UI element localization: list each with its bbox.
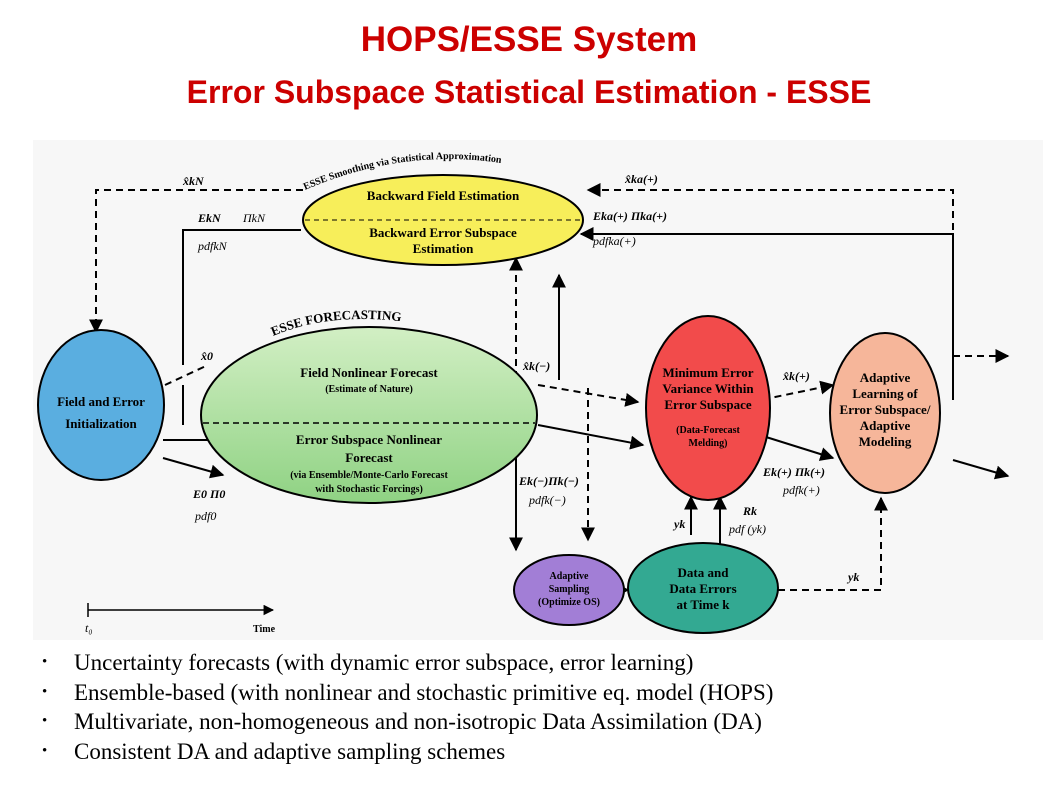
adaptive-learning-5: Modeling	[859, 434, 912, 449]
data-label-2: Data Errors	[669, 581, 736, 596]
initialization-node	[37, 329, 165, 481]
adaptive-learning-node	[829, 332, 941, 494]
melding-label-5: Melding)	[689, 438, 728, 449]
backward-error-label-2: Estimation	[413, 241, 474, 256]
melding-node	[645, 315, 771, 501]
error-forecast-label-2: Forecast	[345, 450, 393, 465]
timeline-end: Time	[253, 624, 276, 635]
data-node	[627, 542, 779, 634]
page-title: HOPS/ESSE System	[360, 20, 698, 59]
math-pdf-k-minus: pdfk(−)	[528, 493, 566, 507]
backward-field-label: Backward Field Estimation	[367, 188, 520, 203]
math-x-ka-plus: x̂ka(+)	[624, 172, 658, 186]
math-y-k-2: yk	[846, 570, 859, 584]
math-pdf-0: pdf0	[194, 509, 216, 523]
math-E-ka-plus: Eka(+) Πka(+)	[592, 209, 667, 223]
adaptive-sampling-node	[513, 554, 625, 626]
math-pdf-ka-plus: pdfka(+)	[592, 234, 636, 248]
math-R-k: Rk	[742, 504, 757, 518]
math-E-k-minus: Ek(−)Πk(−)	[518, 474, 579, 488]
melding-label-4: (Data-Forecast	[676, 425, 740, 436]
math-x-k-plus: x̂k(+)	[782, 369, 810, 383]
field-forecast-label: Field Nonlinear Forecast	[300, 365, 438, 380]
data-label-3: at Time k	[677, 597, 731, 612]
math-E-0: E0 Π0	[192, 487, 225, 501]
sampling-label-2: Sampling	[549, 584, 590, 595]
math-Pi-kN: ΠkN	[242, 211, 266, 225]
adaptive-learning-3: Error Subspace/	[840, 402, 931, 417]
bullet-item: Ensemble-based (with nonlinear and stoch…	[42, 678, 1052, 708]
sampling-label-3: (Optimize OS)	[538, 597, 600, 608]
sampling-label-1: Adaptive	[550, 571, 589, 582]
math-y-k-1: yk	[672, 517, 685, 531]
melding-label-1: Minimum Error	[662, 365, 753, 380]
field-forecast-sub: (Estimate of Nature)	[325, 384, 413, 395]
esse-flow-diagram: ESSE Smoothing via Statistical Approxima…	[33, 140, 1043, 640]
math-pdf-k-plus: pdfk(+)	[782, 483, 820, 497]
math-E-kN: EkN	[197, 211, 222, 225]
backward-error-label: Backward Error Subspace	[369, 225, 517, 240]
bullet-list: Uncertainty forecasts (with dynamic erro…	[42, 648, 1052, 766]
math-x-0: x̂0	[200, 349, 213, 363]
math-E-k-plus: Ek(+) Πk(+)	[762, 465, 825, 479]
adaptive-learning-4: Adaptive	[860, 418, 911, 433]
error-forecast-sub-1: (via Ensemble/Monte-Carlo Forecast	[290, 470, 448, 481]
math-x-kN: x̂kN	[182, 174, 205, 188]
forecast-node	[200, 326, 538, 504]
bullet-item: Consistent DA and adaptive sampling sche…	[42, 737, 1052, 767]
math-x-k-minus: x̂k(−)	[522, 359, 550, 373]
melding-label-3: Error Subspace	[664, 397, 752, 412]
melding-label-2: Variance Within	[662, 381, 754, 396]
math-pdf-kN: pdfkN	[197, 239, 228, 253]
error-forecast-label: Error Subspace Nonlinear	[296, 432, 442, 447]
error-forecast-sub-2: with Stochastic Forcings)	[315, 484, 423, 495]
bullet-item: Uncertainty forecasts (with dynamic erro…	[42, 648, 1052, 678]
adaptive-learning-2: Learning of	[852, 386, 918, 401]
page-subtitle: Error Subspace Statistical Estimation - …	[186, 74, 872, 110]
init-label-1: Field and Error	[57, 394, 145, 409]
init-label-2: Initialization	[65, 416, 137, 431]
timeline-start: t₀	[85, 621, 93, 635]
adaptive-learning-1: Adaptive	[860, 370, 911, 385]
data-label-1: Data and	[678, 565, 730, 580]
bullet-item: Multivariate, non-homogeneous and non-is…	[42, 707, 1052, 737]
math-pdf-y-k: pdf (yk)	[728, 522, 766, 536]
